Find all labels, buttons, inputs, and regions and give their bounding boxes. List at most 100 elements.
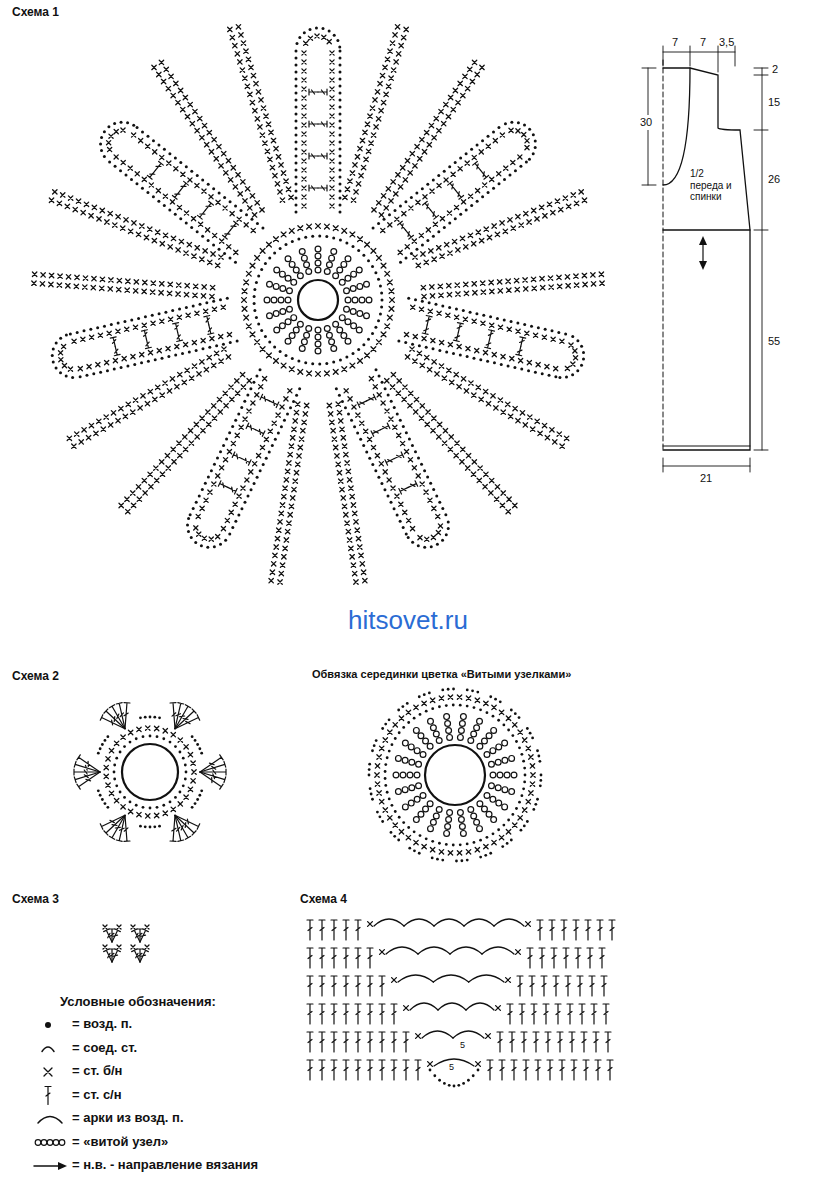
sc-symbol [76,199,80,203]
chain-dot [119,169,122,172]
sc-symbol [168,245,172,249]
sc-symbol [289,444,293,448]
chain-dot [113,764,116,767]
sc-symbol [579,190,583,194]
sc-symbol [220,239,224,243]
sc-symbol [333,226,338,231]
chain-dot [295,134,298,137]
sc-symbol [530,782,534,786]
sc-symbol [408,403,412,407]
sc-symbol [121,805,125,809]
chain-dot [163,148,166,151]
sc-symbol [421,252,425,256]
chain-dot [212,243,215,246]
twisted-knot [458,810,464,816]
sc-symbol [204,309,208,313]
chain-dot [162,804,165,807]
twisted-knot [477,826,483,832]
twisted-knot [490,796,496,802]
chain-dot [99,371,102,374]
chain-dot [295,211,298,214]
sc-symbol [53,190,57,194]
sc-symbol [379,213,383,217]
sc-symbol [322,35,326,39]
sc-symbol [212,137,216,141]
chain-dot [408,847,411,850]
twisted-knot [460,721,466,727]
sc-symbol [478,466,482,470]
chain-dot [318,362,321,365]
sc-symbol [430,285,434,289]
twisted-knot [345,319,351,325]
sc-symbol [160,319,164,323]
sc-symbol [523,423,527,427]
sc-ray [269,402,309,584]
chain-dot [106,806,109,809]
chain-dot [580,364,583,367]
sc-symbol [437,311,441,315]
dc-symbol [197,210,205,219]
chain-dot [523,825,526,828]
sc-symbol [422,294,426,298]
sc-symbol [113,223,117,227]
sc-symbol [543,214,547,218]
chain-dot [291,240,294,243]
sc-symbol [497,280,501,284]
sc-symbol [359,553,363,557]
dc-symbol [228,487,237,494]
chain-dot [182,784,185,787]
chain-dot [256,476,259,479]
dc-symbol [256,429,265,436]
chain-dot [455,860,458,863]
sc-symbol [212,404,216,408]
sc-symbol [255,340,260,345]
sc-symbol [403,510,407,514]
sc-symbol [135,172,139,176]
chain-dot [253,295,256,298]
chain-dot [421,187,424,190]
sc-symbol [159,460,163,464]
twisted-knot [482,806,488,812]
twisted-knot [293,267,299,273]
twisted-knot [351,323,357,329]
chain-dot [397,709,400,712]
sc-symbol [290,436,294,440]
sc-symbol [204,367,208,371]
chain-dot [466,859,469,862]
dc-symbol [175,709,196,729]
sc-symbol [432,506,436,510]
twisted-knot [315,267,321,273]
chain-dot [188,350,191,353]
chain-dot [247,495,250,498]
chain-dot [507,364,510,367]
chain-dot [140,361,143,364]
chain-dot [153,716,156,719]
sc-symbol [279,163,283,167]
sc-symbol [171,807,175,811]
dc-symbol [232,452,241,459]
dc-symbol [485,339,491,348]
sc-symbol [399,716,403,720]
sc-symbol [432,257,436,261]
sc-symbol [247,379,251,383]
chain-dot [253,288,256,291]
sc-symbol [422,336,426,340]
sc-symbol [422,844,426,848]
chain-dot [448,306,451,309]
sc-symbol [117,925,121,929]
chain-dot [295,190,298,193]
sc-symbol [405,159,409,163]
sc-symbol [181,172,185,176]
sc-symbol [242,307,247,312]
scheme-3-motif [103,925,149,962]
chain-dot [441,304,444,307]
twisted-knot [445,824,451,830]
sc-symbol [342,367,347,372]
sc-symbol [59,358,63,362]
sc-symbol [396,173,400,177]
sc-symbol [447,292,451,296]
sc-symbol [430,848,434,852]
sc-symbol [446,313,450,317]
sc-symbol [365,353,370,358]
chain-dot [475,312,478,315]
